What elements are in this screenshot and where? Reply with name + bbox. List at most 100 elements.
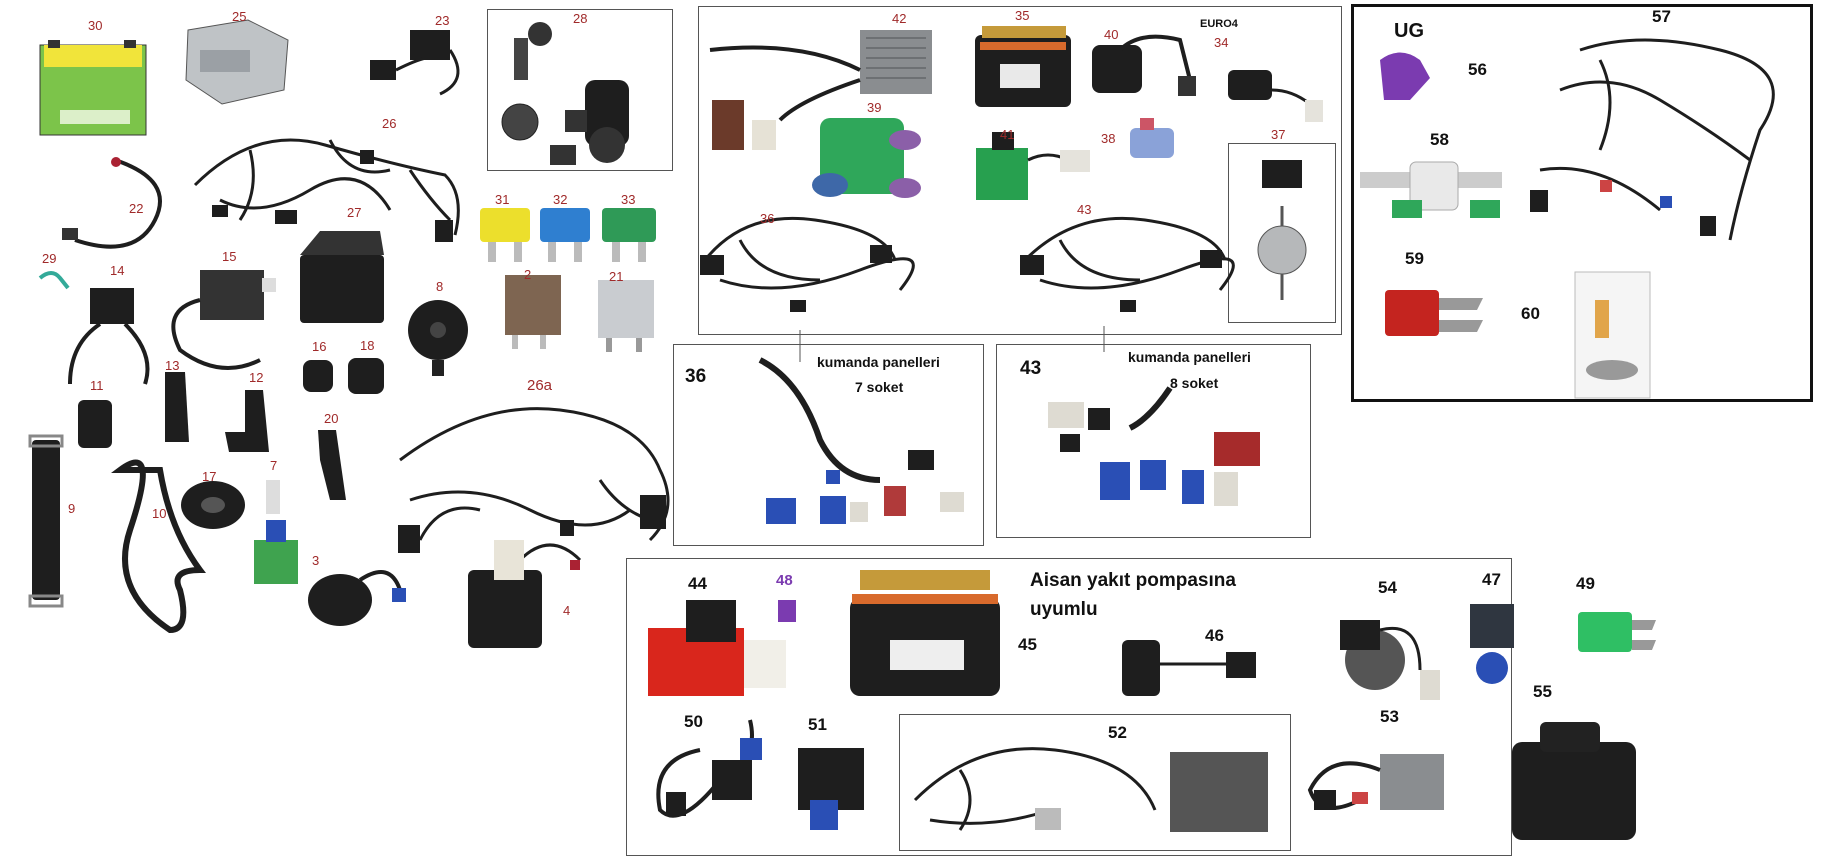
horn-icon [408,300,468,376]
detail-harness-36-icon [758,357,964,524]
part-number-38: 38 [1101,131,1116,146]
part-number-30: 30 [88,18,103,33]
part-number-36: 36 [760,211,775,226]
clip-29-icon [38,271,70,290]
module-55-icon [1512,722,1636,840]
fuse-59-icon [1385,290,1483,336]
wiring-harness-57-icon [1539,38,1775,241]
part-number-31: 31 [495,192,510,207]
part-number-45: 45 [1018,635,1037,654]
fuse-31-icon [480,208,530,262]
wiring-harness-26-icon [193,138,460,236]
fuel-gauge-37-icon [1257,160,1307,300]
strap-9-icon [28,434,64,608]
part-number-25: 25 [232,9,247,24]
relay-7-icon [254,480,298,584]
relay-21-icon [598,280,654,352]
regulator-53-icon [1307,754,1444,810]
part-number-28: 28 [573,11,588,26]
detail-harness-43-icon [1048,386,1260,506]
detail-number-36: 36 [685,366,707,387]
part-number-60: 60 [1521,304,1540,323]
fuse-49-icon [1578,612,1656,652]
aisan-subtitle: uyumlu [1030,599,1098,620]
part-number-12: 12 [249,370,264,385]
part-number-43: 43 [1077,202,1092,217]
part-number-32: 32 [553,192,568,207]
part-number-7: 7 [270,458,278,473]
group-box-top-center [698,6,1342,335]
group-box-ug [1351,4,1813,402]
sensor-34-icon [1228,70,1323,122]
ug-title: UG [1394,20,1424,42]
part-number-40: 40 [1104,27,1119,42]
part-number-59: 59 [1405,249,1424,268]
cdi-44-icon [648,600,786,696]
plug-cap-13-icon [165,372,189,442]
part-number-9: 9 [68,501,76,516]
ecu-45-icon [850,570,1000,696]
cap-11-icon [78,400,112,448]
relay-51-icon [798,748,864,830]
part-number-23: 23 [435,13,450,28]
wiring-harness-26a-icon [399,407,670,562]
part-number-26a: 26a [527,377,553,394]
part-number-44: 44 [688,574,707,593]
regulator-42-icon [709,30,932,150]
coil-39-icon [812,118,921,198]
strap-10-icon [110,459,206,634]
part-number-39: 39 [867,100,882,115]
part-number-53: 53 [1380,707,1399,726]
part-number-51: 51 [808,715,827,734]
part-number-13: 13 [165,358,180,373]
part-number-26: 26 [382,116,397,131]
part-number-37: 37 [1271,127,1286,142]
euro4-label: EURO4 [1200,18,1238,30]
ecu-icon [185,19,289,105]
plug-cap-20-icon [318,430,346,500]
rubber-18-icon [348,358,384,394]
rubber-16-icon [303,360,333,392]
detail-number-43: 43 [1020,358,1042,379]
sensor-50-icon [656,719,762,818]
detail-box-36 [673,344,984,546]
ignition-coil-14-icon [68,288,150,385]
connector-48-icon [778,600,796,622]
group-box-28 [487,9,673,171]
part-number-2: 2 [524,267,532,282]
part-number-3: 3 [312,553,320,568]
fuse-33-icon [602,208,656,262]
sensor-icon [370,30,460,96]
part-number-55: 55 [1533,682,1552,701]
part-number-34: 34 [1214,35,1229,50]
relay-41-icon [976,132,1090,200]
fuse-32-icon [540,208,590,262]
relay-4-icon [468,540,542,648]
part-number-56: 56 [1468,60,1487,79]
part-number-48: 48 [776,572,793,589]
part-number-4: 4 [563,603,571,618]
part-number-58: 58 [1430,130,1449,149]
ignition-coil-15-icon [171,270,276,370]
part-number-35: 35 [1015,8,1030,23]
relay-2-icon [505,275,561,349]
part-number-22: 22 [129,201,144,216]
sensor-46-icon [1122,640,1256,696]
part-number-29: 29 [42,251,57,266]
bracket-56-icon [1380,52,1430,100]
coil-40-icon [1092,34,1196,96]
part-number-27: 27 [347,205,362,220]
relay-47-icon [1470,604,1514,684]
cable-22-icon [74,158,162,249]
connector-photo-52-icon [1170,752,1268,832]
ignition-switch-icon [501,22,629,165]
panel-36-title: kumanda panelleri [817,354,940,370]
part-number-52: 52 [1108,723,1127,742]
part-number-10: 10 [152,506,167,521]
ecu-35-icon [975,26,1071,107]
part-number-42: 42 [892,11,907,26]
panel-36-subtitle: 7 soket [855,379,904,395]
battery-icon [39,40,147,136]
